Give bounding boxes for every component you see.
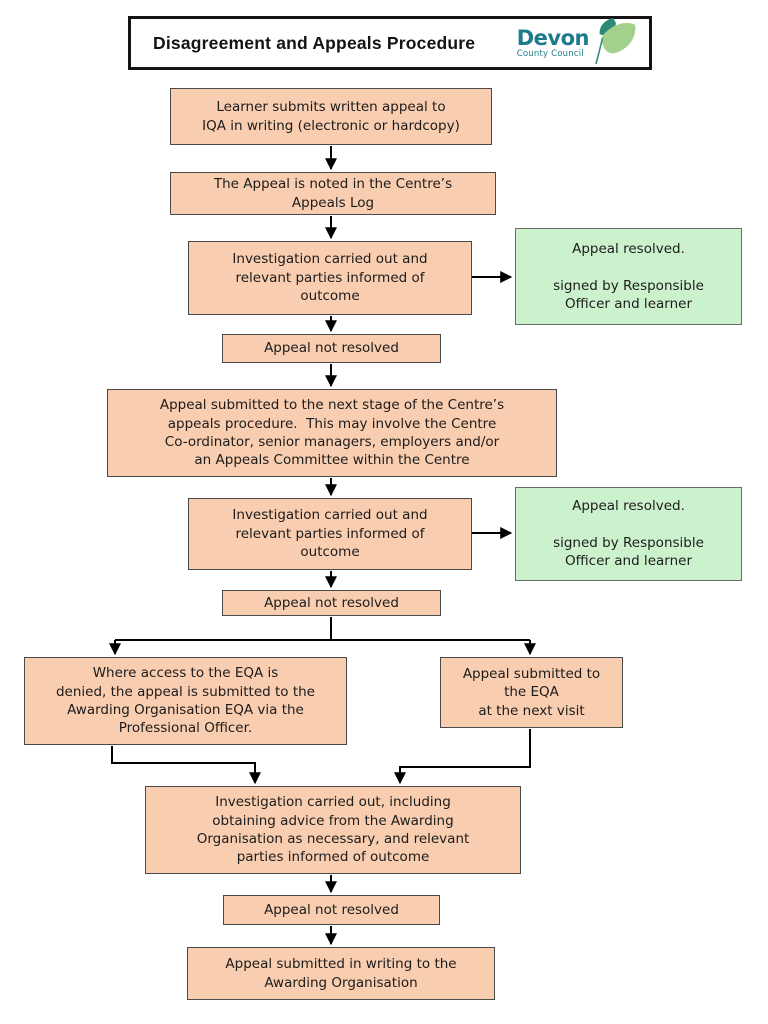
node-appeal-not-resolved-1-label: Appeal not resolved (264, 340, 399, 357)
devon-county-council-logo: Devon County Council (516, 18, 637, 66)
node-investigation-2-label: Investigation carried out and relevant p… (232, 507, 428, 561)
node-next-stage: Appeal submitted to the next stage of th… (107, 389, 557, 477)
leaf-icon (595, 18, 636, 65)
arrow-nextvisit-to-investigation3 (394, 729, 531, 785)
node-appeal-not-resolved-3-label: Appeal not resolved (264, 901, 399, 918)
node-investigation-1-label: Investigation carried out and relevant p… (232, 251, 428, 305)
node-learner-appeal-label: Learner submits written appeal to IQA in… (202, 99, 460, 134)
node-appeal-logged-label: The Appeal is noted in the Centre’s Appe… (213, 176, 453, 211)
node-awarding-organisation-label: Appeal submitted in writing to the Award… (225, 956, 457, 991)
node-appeal-not-resolved-1: Appeal not resolved (222, 334, 441, 363)
node-appeal-not-resolved-2-label: Appeal not resolved (264, 594, 399, 611)
node-eqa-access-denied: Where access to the EQA is denied, the a… (24, 657, 347, 745)
node-learner-appeal: Learner submits written appeal to IQA in… (170, 88, 492, 145)
node-appeal-not-resolved-3: Appeal not resolved (223, 895, 440, 925)
node-eqa-access-denied-label: Where access to the EQA is denied, the a… (55, 665, 315, 737)
node-appeal-not-resolved-2: Appeal not resolved (222, 590, 441, 616)
node-appeal-resolved-2: Appeal resolved. signed by Responsible O… (515, 487, 742, 581)
node-eqa-next-visit-label: Appeal submitted to the EQA at the next … (462, 665, 601, 719)
logo-subtitle: County Council (516, 48, 584, 59)
title-banner: Disagreement and Appeals Procedure Devon… (128, 16, 652, 70)
node-eqa-next-visit: Appeal submitted to the EQA at the next … (440, 657, 623, 728)
node-investigation-1: Investigation carried out and relevant p… (188, 241, 472, 315)
logo-name: Devon (516, 25, 590, 50)
logo-text: Devon County Council (516, 25, 590, 59)
node-next-stage-label: Appeal submitted to the next stage of th… (159, 397, 505, 469)
node-investigation-3-label: Investigation carried out, including obt… (196, 794, 470, 866)
node-investigation-3: Investigation carried out, including obt… (145, 786, 521, 874)
node-investigation-2: Investigation carried out and relevant p… (188, 498, 472, 570)
node-appeal-resolved-2-label: Appeal resolved. signed by Responsible O… (553, 498, 704, 570)
node-appeal-logged: The Appeal is noted in the Centre’s Appe… (170, 172, 496, 215)
page-title: Disagreement and Appeals Procedure (153, 32, 476, 53)
branch-split-line (115, 617, 530, 641)
node-awarding-organisation: Appeal submitted in writing to the Award… (187, 947, 495, 1000)
node-appeal-resolved-1: Appeal resolved. signed by Responsible O… (515, 228, 742, 325)
arrow-denied-to-investigation3 (111, 746, 261, 785)
node-appeal-resolved-1-label: Appeal resolved. signed by Responsible O… (553, 240, 704, 312)
